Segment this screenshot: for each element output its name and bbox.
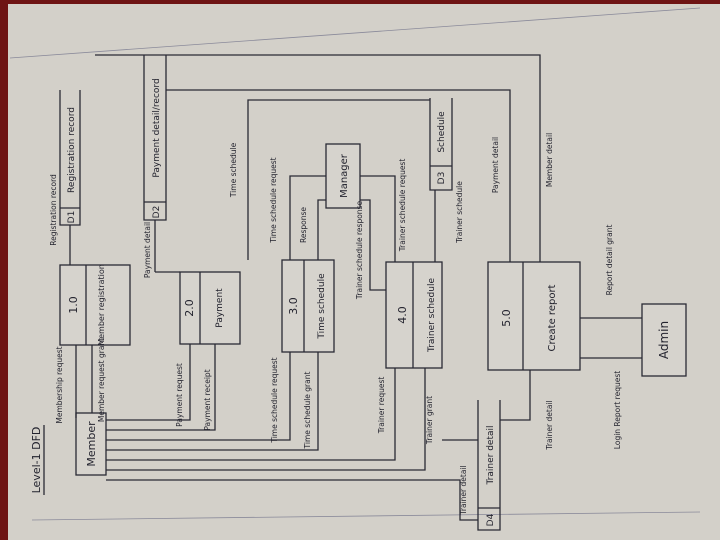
flow-label-membership-request: Membership request (55, 346, 64, 423)
flow-label-time-schedule-grant: Time schedule grant (303, 372, 312, 450)
store-d2-name: Payment detail/record (152, 78, 162, 177)
flow-label-report-detail-grant: Report detail grant (605, 225, 614, 296)
store-d3-shape (429, 98, 453, 191)
process-4-name: Trainer schedule (427, 278, 437, 353)
store-d4-id: D4 (486, 513, 496, 526)
process-5-name: Create report (547, 284, 558, 351)
flow-label-time-schedule-request-mgr: Time schedule request (269, 157, 278, 243)
process-4-id: 4.0 (396, 306, 409, 324)
admin-label: Admin (657, 321, 671, 359)
process-5-box (487, 261, 581, 371)
flow-label-member-request-grant: Member request grant (97, 338, 106, 422)
flow-label-trainer-schedule-store: Trainer schedule (455, 181, 464, 244)
admin-entity (641, 303, 687, 377)
flow-label-trainer-request: Trainer request (377, 377, 386, 435)
flow-label-trainer-schedule-response: Trainer schedule response (355, 201, 364, 301)
flow-label-trainer-grant: Trainer grant (425, 396, 434, 445)
flow-label-time-schedule-request: Time schedule request (270, 357, 279, 443)
process-3-box (281, 259, 335, 353)
flow-label-trainer-detail-out: Trainer detail (545, 400, 554, 450)
process-3-name: Time schedule (317, 273, 327, 340)
store-d1-name: Registration record (67, 107, 77, 193)
process-3-id: 3.0 (287, 297, 300, 315)
manager-label: Manager (339, 153, 350, 198)
flow-label-payment-detail-top: Payment detail (143, 222, 152, 278)
flow-label-trainer-detail-in: Trainer detail (459, 465, 468, 515)
notebook-page (8, 4, 720, 540)
store-d4-shape (477, 400, 501, 531)
member-label: Member (85, 421, 98, 467)
process-4-box (385, 261, 443, 369)
flow-label-payment-receipt: Payment receipt (203, 369, 212, 430)
store-d3-name: Schedule (437, 111, 447, 153)
flow-lines (69, 54, 642, 521)
flow-label-member-detail: Member detail (545, 133, 554, 187)
process-1-id: 1.0 (67, 296, 80, 314)
process-2-id: 2.0 (183, 299, 196, 317)
diagram-title: Level-1 DFD (30, 427, 43, 494)
process-5-id: 5.0 (500, 309, 513, 327)
store-d2-id: D2 (152, 206, 162, 219)
flow-label-payment-request: Payment request (175, 363, 184, 427)
process-1-box (59, 264, 131, 346)
flow-label-trainer-schedule-request-mgr: Trainer schedule request (398, 159, 407, 253)
process-1-name: Member registration (97, 264, 106, 346)
flow-label-response: Response (299, 207, 308, 243)
margin-line-bottom (31, 511, 701, 521)
process-2-name: Payment (215, 288, 225, 328)
store-d1-id: D1 (67, 211, 77, 224)
flow-label-login-report-request: Login Report request (613, 371, 622, 449)
flow-label-payment-detail: Payment detail (491, 137, 500, 193)
flow-label-registration-record: Registration record (49, 174, 58, 246)
member-entity (75, 412, 107, 476)
store-d3-id: D3 (437, 172, 447, 185)
manager-entity (325, 143, 361, 209)
margin-line-top (9, 7, 701, 59)
process-2-box (179, 271, 241, 345)
flow-label-time-schedule: Time schedule (229, 142, 238, 198)
store-d4-name: Trainer detail (486, 426, 496, 486)
